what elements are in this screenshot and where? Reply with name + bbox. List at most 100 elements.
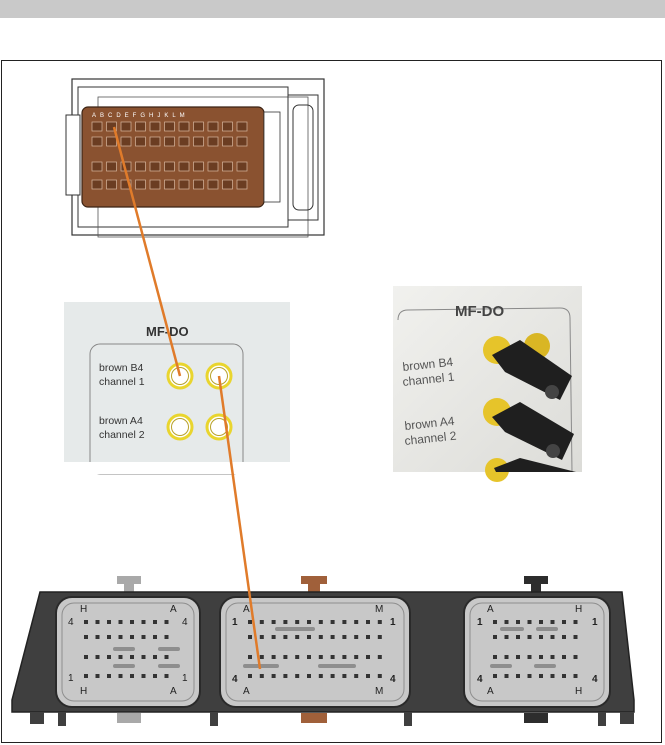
ecu-block-left	[55, 596, 201, 708]
middle-block-top-left: A	[243, 604, 250, 615]
right-block-row-bottom-right: 4	[592, 674, 598, 685]
ecu-pin	[562, 620, 566, 624]
ecu-key-rib	[318, 664, 356, 668]
middle-block-row-bottom-right: 4	[390, 674, 396, 685]
ecu-pin	[354, 635, 359, 639]
ecu-pin	[248, 635, 252, 639]
ecu-pin	[504, 655, 509, 659]
ecu-pin	[504, 620, 509, 624]
ecu-pin	[516, 620, 520, 624]
tab-grey-top	[117, 576, 141, 584]
ecu-pin	[354, 655, 359, 659]
ecu-pin	[259, 655, 264, 659]
left-block-row-bottom-left: 1	[68, 673, 74, 684]
ecu-pin	[141, 655, 146, 659]
ecu-pin	[516, 655, 520, 659]
connector-pin	[178, 121, 190, 132]
ecu-pin	[527, 655, 532, 659]
connector-pin	[222, 179, 233, 190]
connector-pin	[164, 179, 175, 190]
ecu-pin	[516, 674, 520, 678]
ecu-pin	[318, 655, 323, 659]
ecu-pin	[271, 620, 276, 624]
left-block-row-top-right: 4	[182, 617, 188, 628]
connector-pin	[193, 121, 204, 132]
ecu-pin	[107, 635, 111, 639]
left-block-row-top-left: 4	[68, 617, 74, 628]
panel-photo-row2-line1: brown A4	[404, 414, 456, 433]
ecu-pin	[330, 674, 335, 678]
ecu-pin	[550, 635, 555, 639]
ecu-key-rib	[158, 664, 180, 668]
tab-black-bottom	[524, 713, 548, 723]
ecu-pin	[539, 655, 543, 659]
ecu-pin	[283, 674, 288, 678]
connector-pin	[193, 161, 204, 172]
ecu-pin	[130, 674, 134, 678]
connector-pin	[91, 121, 103, 132]
photo-plug-2	[483, 398, 574, 460]
left-block-bottom-left: H	[80, 686, 87, 697]
ecu-pin	[118, 655, 123, 659]
panel-photo-row2-line2: channel 2	[404, 429, 458, 448]
ecu-pin	[342, 620, 347, 624]
ecu-pin	[141, 635, 146, 639]
ecu-pin	[342, 674, 347, 678]
ecu-pin	[318, 635, 323, 639]
connector-pin	[236, 121, 248, 132]
connector-pin	[178, 136, 190, 147]
ecu-pin	[84, 655, 88, 659]
middle-block-row-top-left: 1	[232, 617, 238, 628]
connector-pin	[236, 161, 248, 172]
panel-drawing-row2-line2: channel 2	[99, 429, 145, 441]
top-gray-bar	[0, 0, 665, 18]
ecu-pin	[271, 674, 276, 678]
connector-pin	[193, 179, 204, 190]
ecu-key-rib	[113, 647, 135, 651]
connector-pin	[222, 136, 233, 147]
middle-block-row-bottom-left: 4	[232, 674, 238, 685]
ecu-pin	[562, 655, 566, 659]
connector-pin	[164, 121, 175, 132]
ecu-pin	[377, 620, 382, 624]
ecu-pin	[118, 674, 123, 678]
connector-pin	[149, 179, 161, 190]
ecu-pin	[95, 620, 100, 624]
connector-pin	[91, 179, 103, 190]
ecu-pin	[307, 674, 311, 678]
connector-pin	[149, 121, 161, 132]
connector-pin	[207, 136, 219, 147]
ecu-pin	[248, 674, 252, 678]
ecu-pin	[573, 655, 578, 659]
middle-block-bottom-right: M	[375, 686, 383, 697]
ecu-pin	[259, 635, 264, 639]
ecu-pin	[141, 674, 146, 678]
ecu-pin	[95, 674, 100, 678]
connector-pin	[135, 161, 146, 172]
middle-block-bottom-left: A	[243, 686, 250, 697]
ecu-pin	[493, 635, 497, 639]
ecu-key-rib	[243, 664, 279, 668]
ecu-pin	[493, 655, 497, 659]
connector-pin	[135, 179, 146, 190]
photo-plug-3	[485, 458, 576, 482]
right-block-top-left: A	[487, 604, 494, 615]
connector-pin	[106, 136, 117, 147]
ecu-pin	[153, 674, 157, 678]
ecu-pin	[153, 655, 157, 659]
ecu-pin	[573, 674, 578, 678]
photo-plug-1	[483, 333, 572, 400]
ecu-pin	[107, 674, 111, 678]
ecu-pin	[153, 620, 157, 624]
ecu-pin	[84, 674, 88, 678]
connector-pin	[222, 161, 233, 172]
connector-pin	[164, 161, 175, 172]
ecu-pin	[366, 655, 370, 659]
wire-b4-to-ecu-middle	[217, 375, 262, 670]
connector-pin	[178, 161, 190, 172]
ecu-pin	[354, 620, 359, 624]
ecu-pin	[283, 635, 288, 639]
connector-pin	[120, 136, 132, 147]
ecu-pin	[377, 635, 382, 639]
ecu-pin	[95, 635, 100, 639]
